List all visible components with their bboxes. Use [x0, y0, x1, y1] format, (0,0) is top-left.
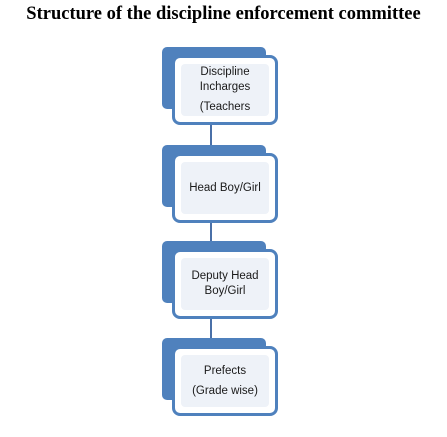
node-label-line: Prefects [203, 364, 247, 377]
node-label-line: Discipline [200, 66, 250, 78]
node-label-line: (Teachers [199, 101, 251, 113]
node-label-line: Head Boy/Girl [189, 181, 261, 194]
node-prefects: Prefects (Grade wise) [162, 338, 278, 416]
node-label-line: (Grade wise) [192, 384, 258, 397]
node-deputy-head-boy-girl: Deputy Head Boy/Girl [162, 241, 278, 319]
diagram-title: Structure of the discipline enforcement … [26, 4, 421, 24]
node-head-boy-girl: Head Boy/Girl [162, 145, 278, 223]
node-label-line: Deputy Head [191, 270, 259, 282]
connector-1-2 [210, 122, 212, 146]
node-label-line: Incharges [199, 81, 251, 93]
connector-3-4 [210, 316, 212, 340]
node-label-line: Boy/Girl [204, 285, 246, 297]
node-discipline-incharges: Discipline Incharges (Teachers [162, 47, 278, 125]
connector-2-3 [210, 219, 212, 243]
